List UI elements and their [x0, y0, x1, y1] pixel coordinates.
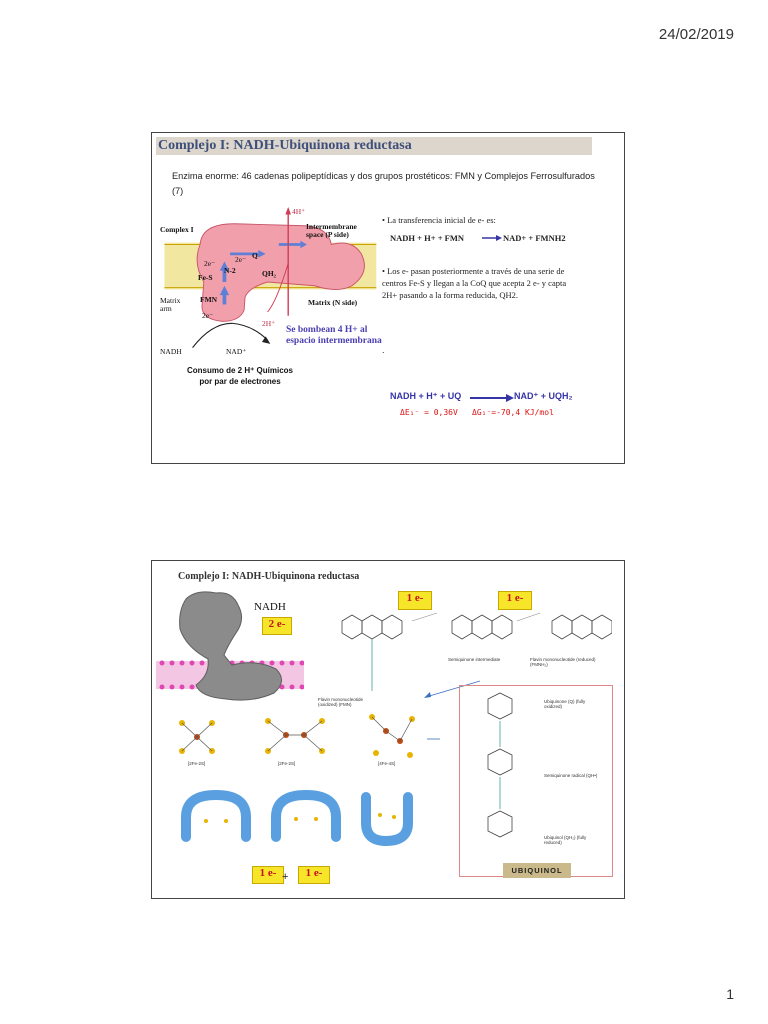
header-date: 24/02/2019 — [659, 26, 734, 43]
quinone-rings — [468, 691, 528, 861]
equation-2-right: NAD⁺ + UQH₂ — [514, 391, 573, 402]
bullet-1: • La transferencia inicial de e- es: — [382, 215, 618, 226]
electron-label-3: 2e⁻ — [202, 311, 213, 320]
pumping-note: Se bombean 4 H+ al espacio intermembrana — [286, 325, 386, 346]
ubiquinone-label: Ubiquinone (Q) (fully oxidized) — [544, 699, 604, 709]
equation-2-left: NADH + H⁺ + UQ — [390, 391, 461, 402]
ubiquinol-banner: UBIQUINOL — [503, 863, 571, 878]
equation-1-left: NADH + H+ + FMN — [390, 233, 464, 243]
electron-label-2: 2e⁻ — [235, 255, 246, 264]
delta-e: ΔE₁⁻ = 0,36V — [400, 408, 458, 417]
qh2-label: QH₂ — [262, 269, 276, 278]
matrix-side-label: Matrix (N side) — [308, 298, 357, 307]
bullet-2: • Los e- pasan posteriormente a través d… — [382, 265, 572, 301]
protein-loops — [176, 787, 446, 847]
semiquinone-radical-label: Semiquinone radical (QH•) — [544, 773, 604, 778]
h4-label: 4H⁺ — [292, 207, 305, 216]
fmn-label: Flavin mononucleotide (oxidized) (FMN) — [318, 697, 378, 707]
fes-label-3: [4Fe-4S] — [378, 761, 395, 766]
slide-title: Complejo I: NADH-Ubiquinona reductasa — [178, 571, 359, 582]
nad-label: NAD⁺ — [226, 347, 246, 356]
one-electron-badge-2: 1 e- — [498, 591, 532, 610]
consumption-note: Consumo de 2 H⁺ Químicos por par de elec… — [180, 365, 300, 387]
slide-1: Complejo I: NADH-Ubiquinona reductasa En… — [151, 132, 625, 464]
equation-2-arrow — [470, 394, 514, 402]
nadh-label: NADH — [160, 347, 182, 356]
intermembrane-label: Intermembrane space (P side) — [306, 223, 366, 239]
delta-g: ΔG₁⁻=-70,4 KJ/mol — [472, 408, 554, 417]
n2-label: N-2 — [224, 266, 236, 275]
semiquinone-intermediate-label: Semiquinone intermediate — [448, 657, 500, 662]
fes-clusters — [172, 711, 442, 765]
matrix-arm-label: Matrix arm — [160, 297, 184, 313]
one-electron-badge-4: 1 e- — [298, 866, 330, 884]
fes-label-2: [2Fe-2S] — [278, 761, 295, 766]
intro-text: Enzima enorme: 46 cadenas polipeptídicas… — [172, 169, 602, 199]
plus-sign: + — [282, 871, 288, 883]
nadh-label: NADH — [254, 601, 286, 613]
stray-dot: . — [382, 345, 385, 355]
fmnh2-label: Flavin mononucleotide (reduced) (FMNH₂) — [530, 657, 610, 667]
fmn-label: FMN — [200, 295, 217, 304]
one-electron-badge-1: 1 e- — [398, 591, 432, 610]
ubiquinol-label: Ubiquinol (QH₂) (fully reduced) — [544, 835, 604, 845]
equation-1-right: NAD+ + FMNH2 — [503, 233, 566, 243]
q-label: Q — [252, 251, 258, 260]
two-electron-badge: 2 e- — [262, 617, 292, 635]
equation-1-arrow — [482, 234, 502, 242]
slide-title: Complejo I: NADH-Ubiquinona reductasa — [156, 137, 592, 155]
h2-label: 2H⁺ — [262, 319, 275, 328]
fes-label-1: [2Fe-2S] — [188, 761, 205, 766]
electron-label-1: 2e⁻ — [204, 259, 215, 268]
fes-label: Fe-S — [198, 273, 213, 282]
complex-i-label: Complex I — [160, 225, 194, 234]
one-electron-badge-3: 1 e- — [252, 866, 284, 884]
page-number: 1 — [726, 986, 734, 1002]
slide-2: Complejo I: NADH-Ubiquinona reductasa NA… — [151, 560, 625, 899]
